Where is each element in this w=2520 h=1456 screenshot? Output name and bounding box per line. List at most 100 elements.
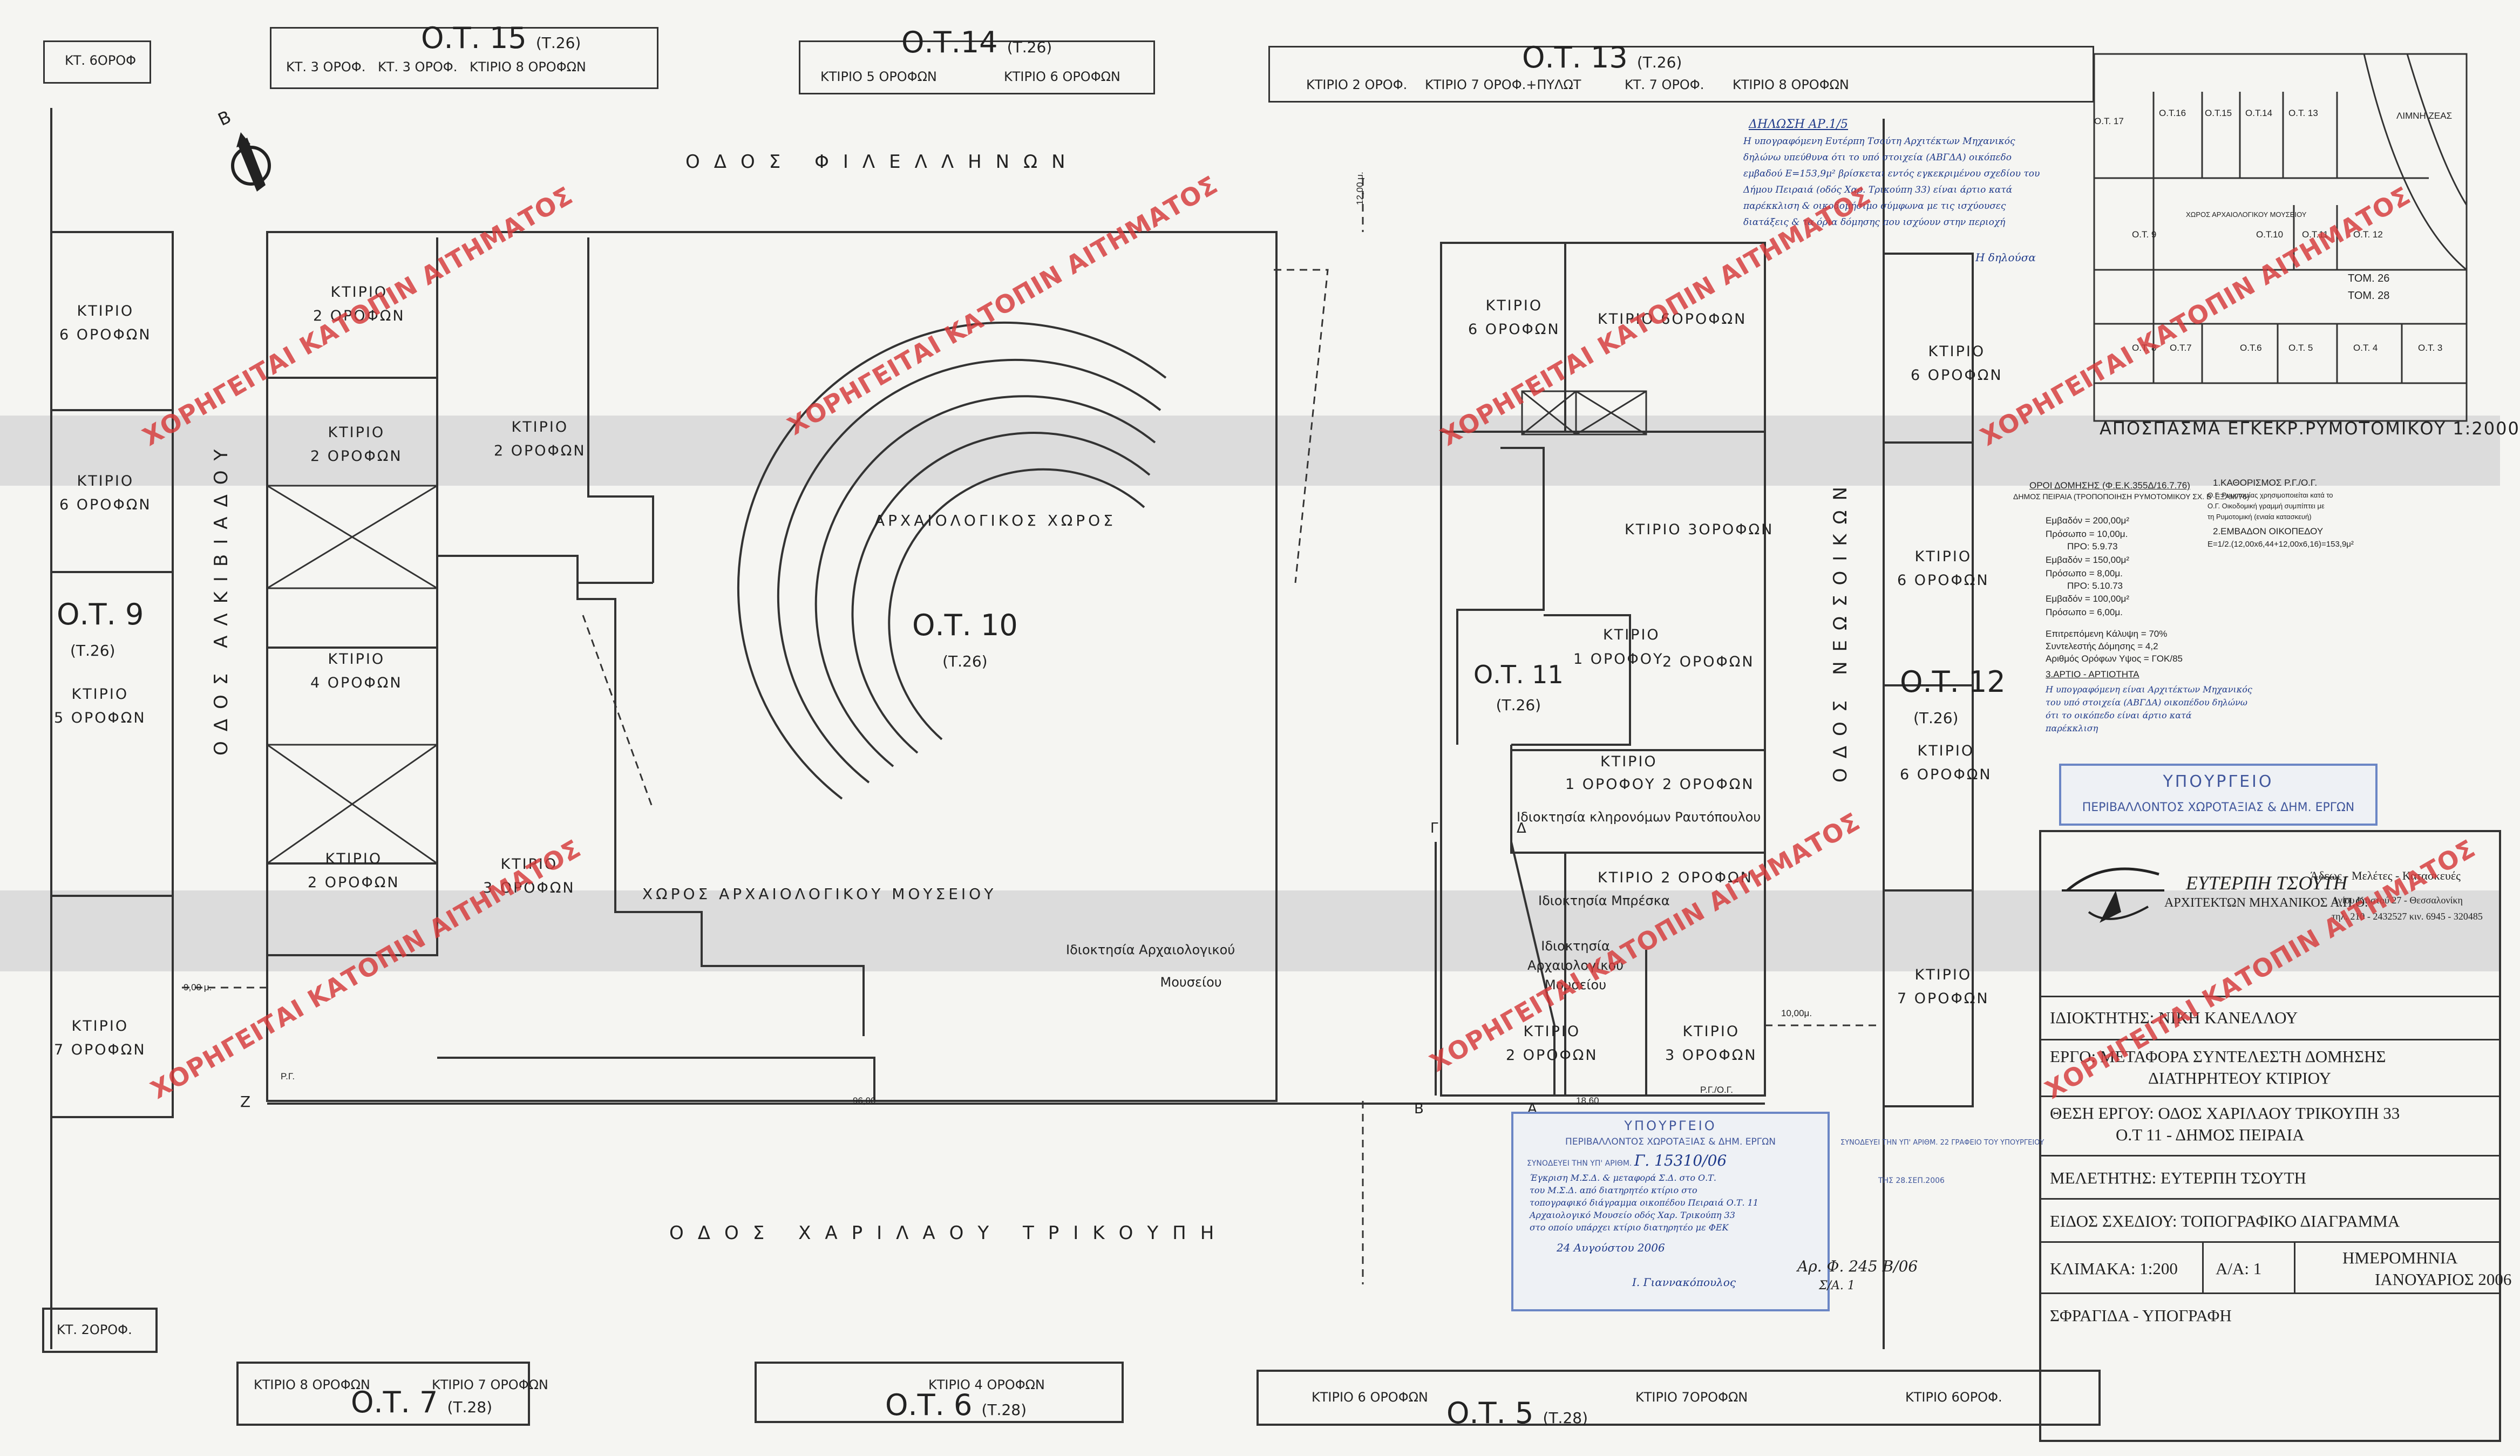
- ministry-stamp-3: ΣΥΝΟΔΕΥΕΙ ΤΗΝ ΥΠ' ΑΡΙΘΜ. 22 ΓΡΑΦΕΙΟ ΤΟΥ …: [1840, 1139, 2044, 1147]
- ministry-stamp-2-text-2: του Μ.Σ.Δ. από διατηρητέο κτίριο στο: [1530, 1185, 1697, 1195]
- ot11-label: Ο.Τ. 11(Τ.26): [1473, 660, 1564, 714]
- owner-row: ΙΔΙΟΚΤΗΤΗΣ: ΝΙΚΗ ΚΑΝΕΛΛΟΥ: [2040, 996, 2500, 1039]
- ministry-stamp-2-text-1: Έγκριση Μ.Σ.Δ. & μεταφορά Σ.Δ. στο Ο.Τ.: [1530, 1173, 1716, 1183]
- bottom-k8: ΚΤΙΡΙΟ 8 ΟΡΟΦΩΝ: [254, 1377, 370, 1392]
- firm-addr-1: Άδεως - Μελέτες - Κατασκευές: [2310, 869, 2461, 882]
- terms-line-5: Εμβαδόν = 150,00μ²: [2046, 555, 2129, 565]
- museum-space-label: ΧΩΡΟΣ ΑΡΧΑΙΟΛΟΓΙΚΟΥ ΜΟΥΣΕΙΟΥ: [642, 885, 997, 903]
- rg-left: Ρ.Γ.: [281, 1071, 295, 1081]
- declaration-line-1: Η υπογραφόμενη Ευτέρπη Τσούτη Αρχιτέκτων…: [1743, 136, 2015, 147]
- declaration-title: ΔΗΛΩΣΗ ΑΡ.1/5: [1749, 118, 1849, 131]
- kath-line-1: Ο.Γ. Ρυμοτομίας χρησιμοποιείται κατά το: [2207, 491, 2333, 499]
- ot5-label: Ο.Τ. 5 (Τ.28): [1446, 1396, 1588, 1430]
- arti-line-1: Η υπογραφόμενη είναι Αρχιτέκτων Μηχανικό…: [2046, 684, 2252, 695]
- inset-ot6: Ο.Τ.6: [2240, 343, 2262, 353]
- inset-limni: ΛΙΜΝΗ ΖΕΑΣ: [2396, 111, 2453, 121]
- seal-row: ΣΦΡΑΓΙΔΑ - ΥΠΟΓΡΑΦΗ: [2040, 1292, 2500, 1441]
- inset-choros: ΧΩΡΟΣ ΑΡΧΑΙΟΛΟΓΙΚΟΥ ΜΟΥΣΕΙΟΥ: [2186, 210, 2307, 219]
- top-k8-label: ΚΤΙΡΙΟ 8 ΟΡΟΦΩΝ: [470, 59, 586, 74]
- site-2: Ο.Τ 11 - ΔΗΜΟΣ ΠΕΙΡΑΙΑ: [2116, 1125, 2305, 1144]
- dist-12: 12,00 μ.: [1355, 172, 1365, 205]
- ot11-k6b: ΚΤΙΡΙΟ 6ΟΡΟΦΩΝ: [1598, 311, 1747, 328]
- inset-ot11: Ο.Τ.11: [2302, 229, 2328, 240]
- arti-line-4: παρέκκλιση: [2046, 723, 2098, 733]
- north-arrow-icon: [231, 132, 271, 192]
- inset-tom28: ΤΟΜ. 28: [2348, 290, 2390, 302]
- terms-line-8: Εμβαδόν = 100,00μ²: [2046, 594, 2129, 604]
- declaration-line-3: εμβαδού Ε=153,9μ² βρίσκεται εντός εγκεκρ…: [1743, 168, 2040, 179]
- ministry-stamp-2-sign: Ι. Γιαννακόπουλος: [1632, 1276, 1736, 1289]
- title-block: ΕΥΤΕΡΠΗ ΤΣΟΥΤΗ ΑΡΧΙΤΕΚΤΩΝ ΜΗΧΑΝΙΚΟΣ Α.Π.…: [2040, 831, 2511, 1441]
- firm-name: ΕΥΤΕΡΠΗ ΤΣΟΥΤΗ: [2186, 872, 2347, 894]
- terms-line-9: Πρόσωπο = 6,00μ.: [2046, 607, 2123, 617]
- bottom-k7b: ΚΤΙΡΙΟ 7ΟΡΟΦΩΝ: [1635, 1390, 1748, 1405]
- top-ot15-box: [270, 27, 658, 89]
- point-d: Δ: [1517, 820, 1526, 836]
- inset-ot16: Ο.Τ.16: [2159, 108, 2186, 118]
- arf-label: Αρ. Φ. 245 Β/06: [1797, 1257, 1918, 1275]
- declaration-line-6: διατάξεις & τα όρια δόμησης που ισχύουν …: [1743, 217, 2006, 228]
- rautopoulou-label: Ιδιοκτησία κληρονόμων Ραυτόπουλου: [1517, 809, 1761, 825]
- ot11-r2: 2 ΟΡΟΦΩΝ: [1662, 654, 1755, 670]
- ot11-kt: ΚΤΙΡΙΟ: [1603, 627, 1660, 643]
- project-1: ΕΡΓΟ: ΜΕΤΑΦΟΡΑ ΣΥΝΤΕΛΕΣΤΗ ΔΟΜΗΣΗΣ: [2050, 1047, 2386, 1066]
- arti-head: 3.ΑΡΤΙΟ - ΑΡΤΙΟΤΗΤΑ: [2046, 669, 2139, 679]
- project-2: ΔΙΑΤΗΡΗΤΕΟΥ ΚΤΙΡΙΟΥ: [2148, 1069, 2331, 1087]
- inset-ot14: Ο.Τ.14: [2245, 108, 2273, 118]
- arti-line-2: του υπό στοιχεία (ΑΒΓΔΑ) οικοπέδου δηλών…: [2046, 697, 2247, 707]
- dist-18: 18,60: [1576, 1096, 1599, 1106]
- ministry-stamp-2: ΥΠΟΥΡΓΕΙΟ ΠΕΡΙΒΑΛΛΟΝΤΟΣ ΧΩΡΟΤΑΞΙΑΣ & ΔΗΜ…: [1511, 1112, 1830, 1311]
- ministry-stamp-2-title: ΥΠΟΥΡΓΕΙΟ: [1624, 1118, 1717, 1133]
- terms-heading: ΟΡΟΙ ΔΟΜΗΣΗΣ (Φ.Ε.Κ.355Δ/16.7.76): [2029, 480, 2190, 491]
- kath-line-2: Ο.Γ. Οικοδομική γραμμή συμπίπτει με: [2207, 502, 2325, 510]
- inset-ot10: Ο.Τ.10: [2256, 229, 2284, 240]
- ot12-label: Ο.Τ. 12(Τ.26): [1900, 665, 2006, 727]
- declaration-line-2: δηλώνω υπεύθυνα ότι το υπό στοιχεία (ΑΒΓ…: [1743, 152, 2012, 163]
- terms-line-11: Συντελεστής Δόμησης = 4,2: [2046, 641, 2158, 651]
- ot13-label: Ο.Τ. 13 (Τ.26): [1522, 40, 1682, 74]
- point-b: Β: [1414, 1101, 1424, 1117]
- scale-divider-1: [2202, 1241, 2204, 1292]
- inset-ot17: Ο.Τ. 17: [2094, 116, 2124, 126]
- ot14-label: Ο.Τ.14 (Τ.26): [901, 25, 1052, 59]
- ot6-label: Ο.Τ. 6 (Τ.28): [885, 1388, 1027, 1422]
- kath-line-3: τη Ρυμοτομική (ενιαία κατασκευή): [2207, 513, 2312, 521]
- top-k6-box: [43, 40, 151, 84]
- ot11-r3: 1 ΟΡΟΦΟΥ: [1565, 776, 1656, 793]
- point-z: Ζ: [240, 1093, 251, 1111]
- declaration-line-5: παρέκκλιση & οικοδομήσιμο σύμφωνα με τις…: [1743, 201, 2006, 212]
- top-k6-label: ΚΤ. 6ΟΡΟΦ: [65, 53, 137, 68]
- ministry-stamp-2-text-4: Αρχαιολογικό Μουσείο οδός Χαρ. Τρικούπη …: [1530, 1210, 1735, 1220]
- ot11-k3: ΚΤΙΡΙΟ 3ΟΡΟΦΩΝ: [1625, 521, 1774, 538]
- inset-ot3: Ο.Τ. 3: [2418, 343, 2443, 353]
- inset-tom26: ΤΟΜ. 26: [2348, 273, 2390, 284]
- owner: ΙΔΙΟΚΤΗΤΗΣ: ΝΙΚΗ ΚΑΝΕΛΛΟΥ: [2050, 1008, 2298, 1027]
- terms-line-12: Αριθμός Ορόφων Υψος = ΓΟΚ/85: [2046, 654, 2183, 664]
- ot9-label: Ο.Τ. 9(Τ.26): [57, 597, 144, 660]
- ot11-kt2: ΚΤΙΡΙΟ: [1600, 753, 1658, 770]
- kath-head: 1.ΚΑΘΟΡΙΣΜΟΣ Ρ.Γ./Ο.Γ.: [2213, 478, 2318, 488]
- inset-ot5: Ο.Τ. 5: [2288, 343, 2313, 353]
- firm-addr-3: τηλ. 210 - 2432527 κιν. 6945 - 320485: [2332, 911, 2483, 922]
- ot10-label: Ο.Τ. 10(Τ.26): [912, 608, 1018, 671]
- date-label: ΗΜΕΡΟΜΗΝΙΑ: [2342, 1248, 2458, 1267]
- arti-line-3: ότι το οικόπεδο είναι άρτιο κατά: [2046, 710, 2192, 720]
- firm-addr-2: Αγίου Κτιστού 27 - Θεσσαλονίκη: [2332, 895, 2463, 906]
- bottom-k6b: ΚΤΙΡΙΟ 6ΟΡΟΦ.: [1905, 1390, 2002, 1405]
- ot15-label: Ο.Τ. 15 (Τ.26): [421, 21, 581, 55]
